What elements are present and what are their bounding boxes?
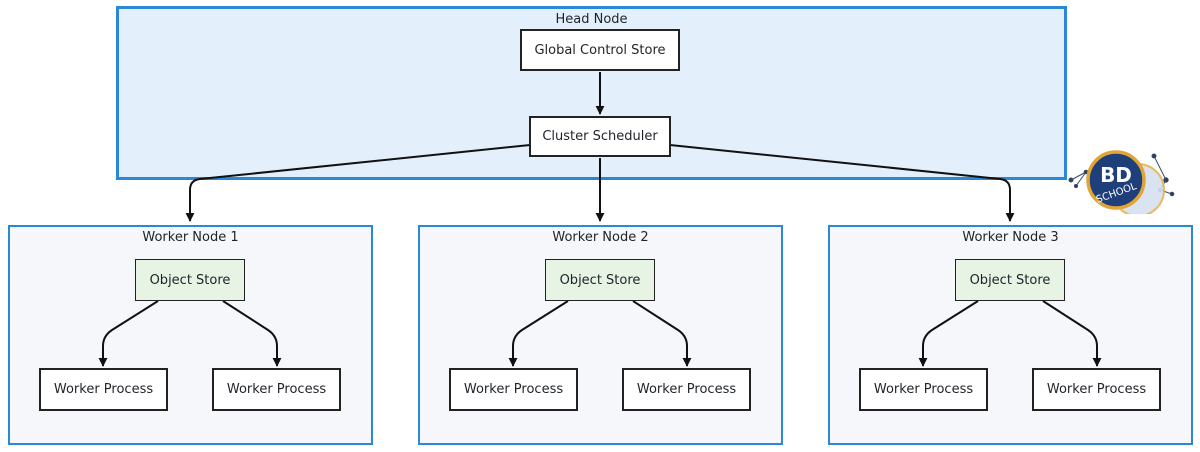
edge-w3-store-to-proc-b — [1042, 300, 1102, 367]
worker-process-node-2b[interactable]: Worker Process — [622, 368, 751, 411]
edge-w1-store-to-proc-b — [222, 300, 282, 367]
edge-w2-store-to-proc-a — [508, 300, 569, 367]
edge-w2-store-to-proc-b — [632, 300, 692, 367]
cluster-scheduler-node[interactable]: Cluster Scheduler — [529, 116, 671, 157]
object-store-node-3[interactable]: Object Store — [955, 259, 1065, 301]
worker-node-3-title: Worker Node 3 — [962, 230, 1059, 245]
global-control-store-node[interactable]: Global Control Store — [520, 29, 680, 71]
head-node-title: Head Node — [555, 12, 628, 27]
worker-process-node-3a[interactable]: Worker Process — [859, 368, 988, 411]
object-store-node-2[interactable]: Object Store — [545, 259, 655, 301]
bd-school-logo: BD SCHOOL — [1068, 150, 1175, 214]
edge-w1-store-to-proc-a — [98, 300, 159, 367]
edge-scheduler-to-worker-1 — [185, 144, 531, 222]
logo-front-circle — [1086, 150, 1146, 210]
object-store-node-1[interactable]: Object Store — [135, 259, 245, 301]
edge-w3-store-to-proc-a — [918, 300, 979, 367]
worker-node-1-title: Worker Node 1 — [142, 230, 239, 245]
worker-node-2-title: Worker Node 2 — [552, 230, 649, 245]
logo-text-top: BD — [1100, 163, 1132, 187]
worker-process-node-1b[interactable]: Worker Process — [212, 368, 341, 411]
worker-process-node-3b[interactable]: Worker Process — [1032, 368, 1161, 411]
worker-process-node-2a[interactable]: Worker Process — [449, 368, 578, 411]
edge-scheduler-to-worker-3 — [669, 144, 1015, 222]
worker-process-node-1a[interactable]: Worker Process — [39, 368, 168, 411]
